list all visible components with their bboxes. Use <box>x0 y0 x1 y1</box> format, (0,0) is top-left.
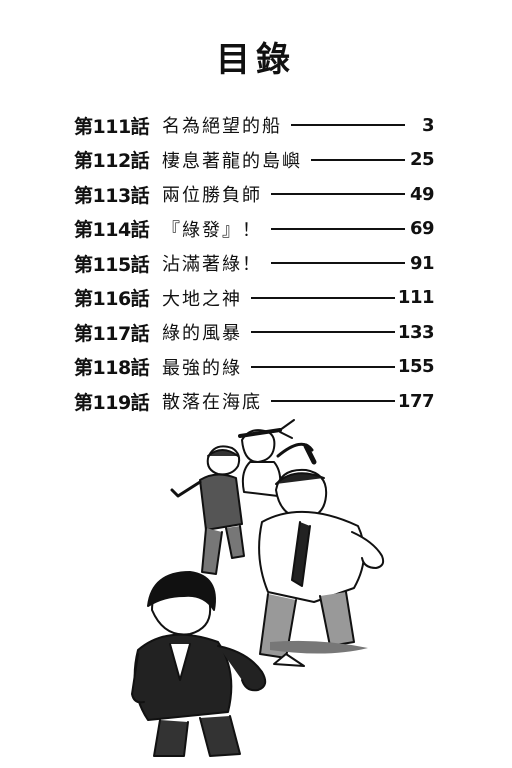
toc-row: 第113話 兩位勝負師 49 <box>74 177 435 212</box>
toc-row: 第118話 最強的綠 155 <box>74 350 435 385</box>
chapter-title: 綠的風暴 <box>162 323 242 345</box>
toc-row: 第112話 棲息著龍的島嶼 25 <box>74 143 435 178</box>
leader-line <box>271 262 405 265</box>
leader-line <box>271 227 405 230</box>
chapter-number: 第113話 <box>74 184 150 207</box>
toc-row: 第117話 綠的風暴 133 <box>74 315 435 350</box>
chapter-page: 133 <box>397 321 435 343</box>
chapter-title: 名為絕望的船 <box>162 116 282 138</box>
leader-line <box>311 158 405 161</box>
chapter-page: 111 <box>397 287 435 309</box>
front-character-figure <box>131 571 267 757</box>
chapter-title: 棲息著龍的島嶼 <box>162 150 302 172</box>
chapter-page: 91 <box>409 252 435 274</box>
chapter-title: 散落在海底 <box>162 392 262 414</box>
toc-row: 第111話 名為絕望的船 3 <box>74 108 435 143</box>
chapter-title: 沾滿著綠！ <box>162 254 262 276</box>
character-illustration <box>131 419 385 757</box>
chapter-page: 3 <box>421 114 435 136</box>
chapter-number: 第116話 <box>74 288 150 311</box>
chapter-title: 大地之神 <box>162 288 242 310</box>
chapter-title: 『綠發』！ <box>162 219 262 241</box>
chapter-number: 第112話 <box>74 150 150 173</box>
chapter-page: 49 <box>409 183 435 205</box>
chapter-number: 第111話 <box>74 115 150 138</box>
chapter-number: 第119話 <box>74 391 150 414</box>
leader-line <box>251 331 395 334</box>
toc-row: 第116話 大地之神 111 <box>74 281 435 316</box>
headband-character-figure <box>238 419 317 497</box>
toc-row: 第114話 『綠發』！ 69 <box>74 212 435 247</box>
chapter-number: 第114話 <box>74 219 150 242</box>
toc-row: 第115話 沾滿著綠！ 91 <box>74 246 435 281</box>
leader-line <box>291 124 405 127</box>
cap-character-figure <box>170 445 245 575</box>
chapter-title: 最強的綠 <box>162 357 242 379</box>
chapter-title: 兩位勝負師 <box>162 185 262 207</box>
chapter-page: 155 <box>397 356 435 378</box>
chapter-number: 第115話 <box>74 253 150 276</box>
page-title: 目錄 <box>216 40 296 80</box>
large-character-figure <box>258 468 385 667</box>
chapter-page: 69 <box>409 218 435 240</box>
leader-line <box>271 400 395 403</box>
toc-row: 第119話 散落在海底 177 <box>74 384 435 419</box>
leader-line <box>251 296 395 299</box>
chapter-page: 177 <box>397 390 435 412</box>
chapter-page: 25 <box>409 149 435 171</box>
table-of-contents: 第111話 名為絕望的船 3 第112話 棲息著龍的島嶼 25 第113話 兩位… <box>74 108 435 419</box>
leader-line <box>251 365 395 368</box>
leader-line <box>271 193 405 196</box>
chapter-number: 第117話 <box>74 322 150 345</box>
chapter-number: 第118話 <box>74 357 150 380</box>
